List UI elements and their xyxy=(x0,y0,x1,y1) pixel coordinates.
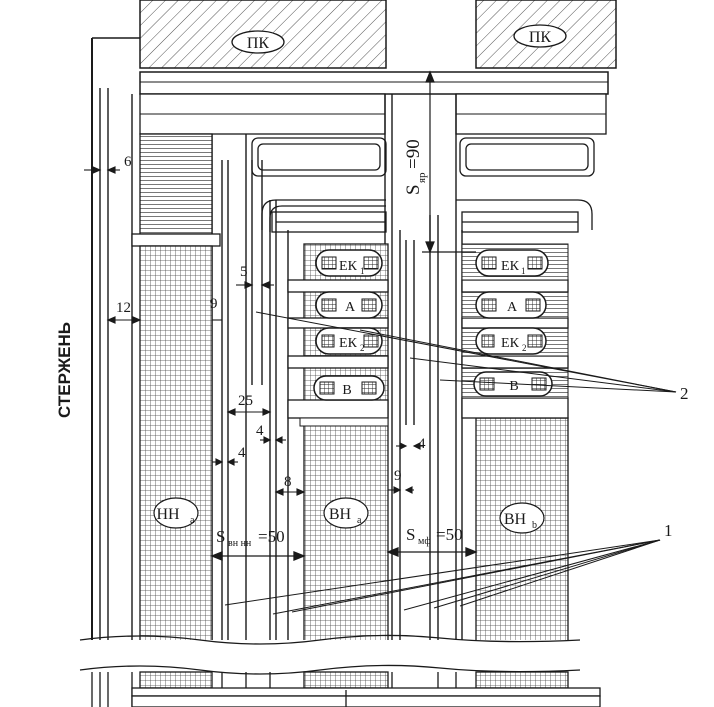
lv-winding-a xyxy=(131,133,221,647)
dim-9-right xyxy=(388,486,414,494)
callout-2-label: 2 xyxy=(680,384,689,403)
s-yoke-sub: яр xyxy=(416,172,428,183)
ek1-a-label: ЕК xyxy=(339,259,358,274)
coil-ek2-a xyxy=(315,327,383,355)
a-b-label: А xyxy=(507,300,518,315)
nn-a-sub: a xyxy=(190,515,195,526)
ek2-b-sub: 2 xyxy=(522,343,527,353)
ek1-b-sub: 1 xyxy=(521,266,526,276)
dim-4-left xyxy=(212,458,238,466)
phase-distance-dimension xyxy=(386,547,478,557)
coil-ek1-a xyxy=(315,249,383,277)
dim-4-right xyxy=(396,442,424,450)
vn-a-sub: a xyxy=(357,515,362,526)
dim-5-label: 5 xyxy=(240,264,248,280)
dim-25 xyxy=(226,408,272,416)
coil-a-a xyxy=(315,291,383,319)
s-yoke-base: S xyxy=(403,184,424,195)
callout-2-leaders xyxy=(255,311,677,393)
a-a-label: А xyxy=(345,300,356,315)
hv-lv-distance-dimension xyxy=(210,551,306,561)
dim-5 xyxy=(236,281,274,289)
break-line xyxy=(79,634,600,675)
dim-4-left-label: 4 xyxy=(238,445,246,461)
dim-4-right-label: 4 xyxy=(418,436,426,452)
ek2-b-label: ЕК xyxy=(501,336,520,351)
coil-ek1-b xyxy=(475,249,549,277)
dim-9-right-label: 9 xyxy=(394,468,402,484)
dim-9-left-label: 9 xyxy=(210,296,218,312)
s-hv-lv-base: S xyxy=(216,527,225,546)
dim-4-mid xyxy=(260,436,286,444)
core-label: СТЕРЖЕНЬ xyxy=(55,322,74,418)
s-phase-sub: мф xyxy=(418,536,431,547)
dim-6 xyxy=(84,166,120,174)
ek2-a-label: ЕК xyxy=(339,336,358,351)
s-phase-value: =50 xyxy=(436,525,463,544)
vn-b-label: ВН xyxy=(504,511,527,528)
ek1-a-sub: 1 xyxy=(360,266,365,276)
s-hv-lv-sub: вн нн xyxy=(228,538,252,549)
bottom-fragment xyxy=(91,671,601,707)
b-b-label: В xyxy=(509,379,518,394)
angle-rings xyxy=(251,137,595,233)
dim-4-mid-label: 4 xyxy=(256,423,264,439)
dim-8 xyxy=(274,488,306,496)
dim-12 xyxy=(106,316,142,324)
callout-1-leaders xyxy=(224,539,661,615)
coil-a-b xyxy=(475,291,547,319)
pk-label-left: ПК xyxy=(247,35,270,52)
coil-ek2-b xyxy=(475,327,547,355)
s-hv-lv-value: =50 xyxy=(258,527,285,546)
core-limb xyxy=(91,37,140,640)
pk-label-right: ПК xyxy=(529,29,552,46)
b-a-label: В xyxy=(342,383,351,398)
nn-a-label: НН xyxy=(156,506,180,523)
vn-a-label: ВН xyxy=(329,506,352,523)
coil-b-a xyxy=(313,375,385,401)
insulation-cylinders xyxy=(99,88,463,640)
yoke-distance-dimension xyxy=(422,70,476,254)
vn-b-sub: b xyxy=(532,520,537,531)
callout-1-label: 1 xyxy=(664,521,673,540)
s-phase-base: S xyxy=(406,525,415,544)
ek2-a-sub: 2 xyxy=(360,343,365,353)
yoke-insulation xyxy=(139,71,609,135)
dim-6-label: 6 xyxy=(124,154,132,170)
s-yoke-label-group: S яр =90 xyxy=(403,139,428,195)
dim-25-label: 25 xyxy=(238,393,253,409)
dim-12-label: 12 xyxy=(116,300,131,316)
ek1-b-label: ЕК xyxy=(501,259,520,274)
s-yoke-value: =90 xyxy=(403,139,424,169)
dim-8-label: 8 xyxy=(284,474,292,490)
